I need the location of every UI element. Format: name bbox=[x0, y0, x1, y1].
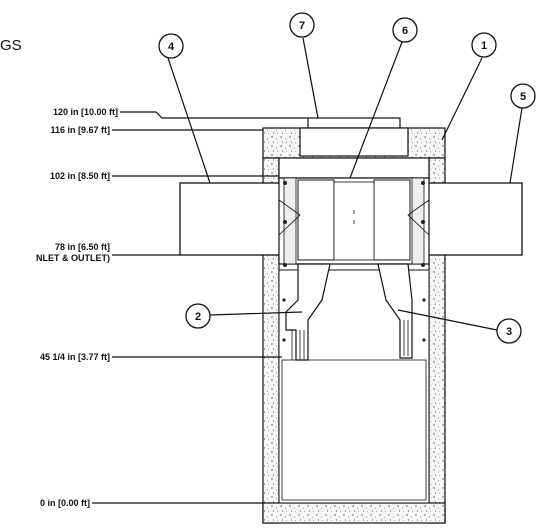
outlet-pipe bbox=[427, 182, 523, 256]
inlet-pipe bbox=[179, 182, 281, 256]
elevation-labels: 120 in [10.00 ft] 116 in [9.67 ft] 102 i… bbox=[36, 107, 118, 508]
elev-0: 0 in [0.00 ft] bbox=[40, 498, 90, 508]
left-drop-pipe bbox=[285, 263, 331, 361]
callout-6: 6 bbox=[392, 17, 418, 43]
elev-78-note: NLET & OUTLET) bbox=[36, 253, 110, 263]
right-drop-pipe bbox=[377, 263, 413, 359]
callout-2: 2 bbox=[185, 303, 211, 329]
elev-45: 45 1/4 in [3.77 ft] bbox=[40, 352, 110, 362]
svg-text:4: 4 bbox=[168, 41, 175, 53]
svg-text:1: 1 bbox=[481, 40, 487, 52]
svg-text:6: 6 bbox=[402, 25, 408, 37]
title-fragment: GS bbox=[0, 37, 22, 54]
callout-3: 3 bbox=[496, 318, 522, 344]
elev-116: 116 in [9.67 ft] bbox=[50, 125, 110, 135]
elev-120: 120 in [10.00 ft] bbox=[53, 107, 118, 117]
callout-leaders bbox=[167, 37, 523, 331]
callout-bubbles: 1 2 3 4 5 6 7 bbox=[158, 12, 536, 344]
separator-insert bbox=[278, 177, 430, 265]
callout-7: 7 bbox=[289, 12, 315, 38]
elev-102: 102 in [8.50 ft] bbox=[50, 171, 110, 181]
svg-text:5: 5 bbox=[520, 91, 526, 103]
callout-1: 1 bbox=[471, 32, 497, 58]
svg-text:7: 7 bbox=[299, 20, 305, 32]
callout-5: 5 bbox=[510, 83, 536, 109]
bolts bbox=[282, 181, 426, 342]
svg-text:3: 3 bbox=[506, 326, 512, 338]
elevation-leaders bbox=[92, 111, 308, 504]
elev-78: 78 in [6.50 ft] bbox=[55, 242, 110, 252]
svg-text:2: 2 bbox=[195, 311, 201, 323]
callout-4: 4 bbox=[158, 33, 184, 59]
